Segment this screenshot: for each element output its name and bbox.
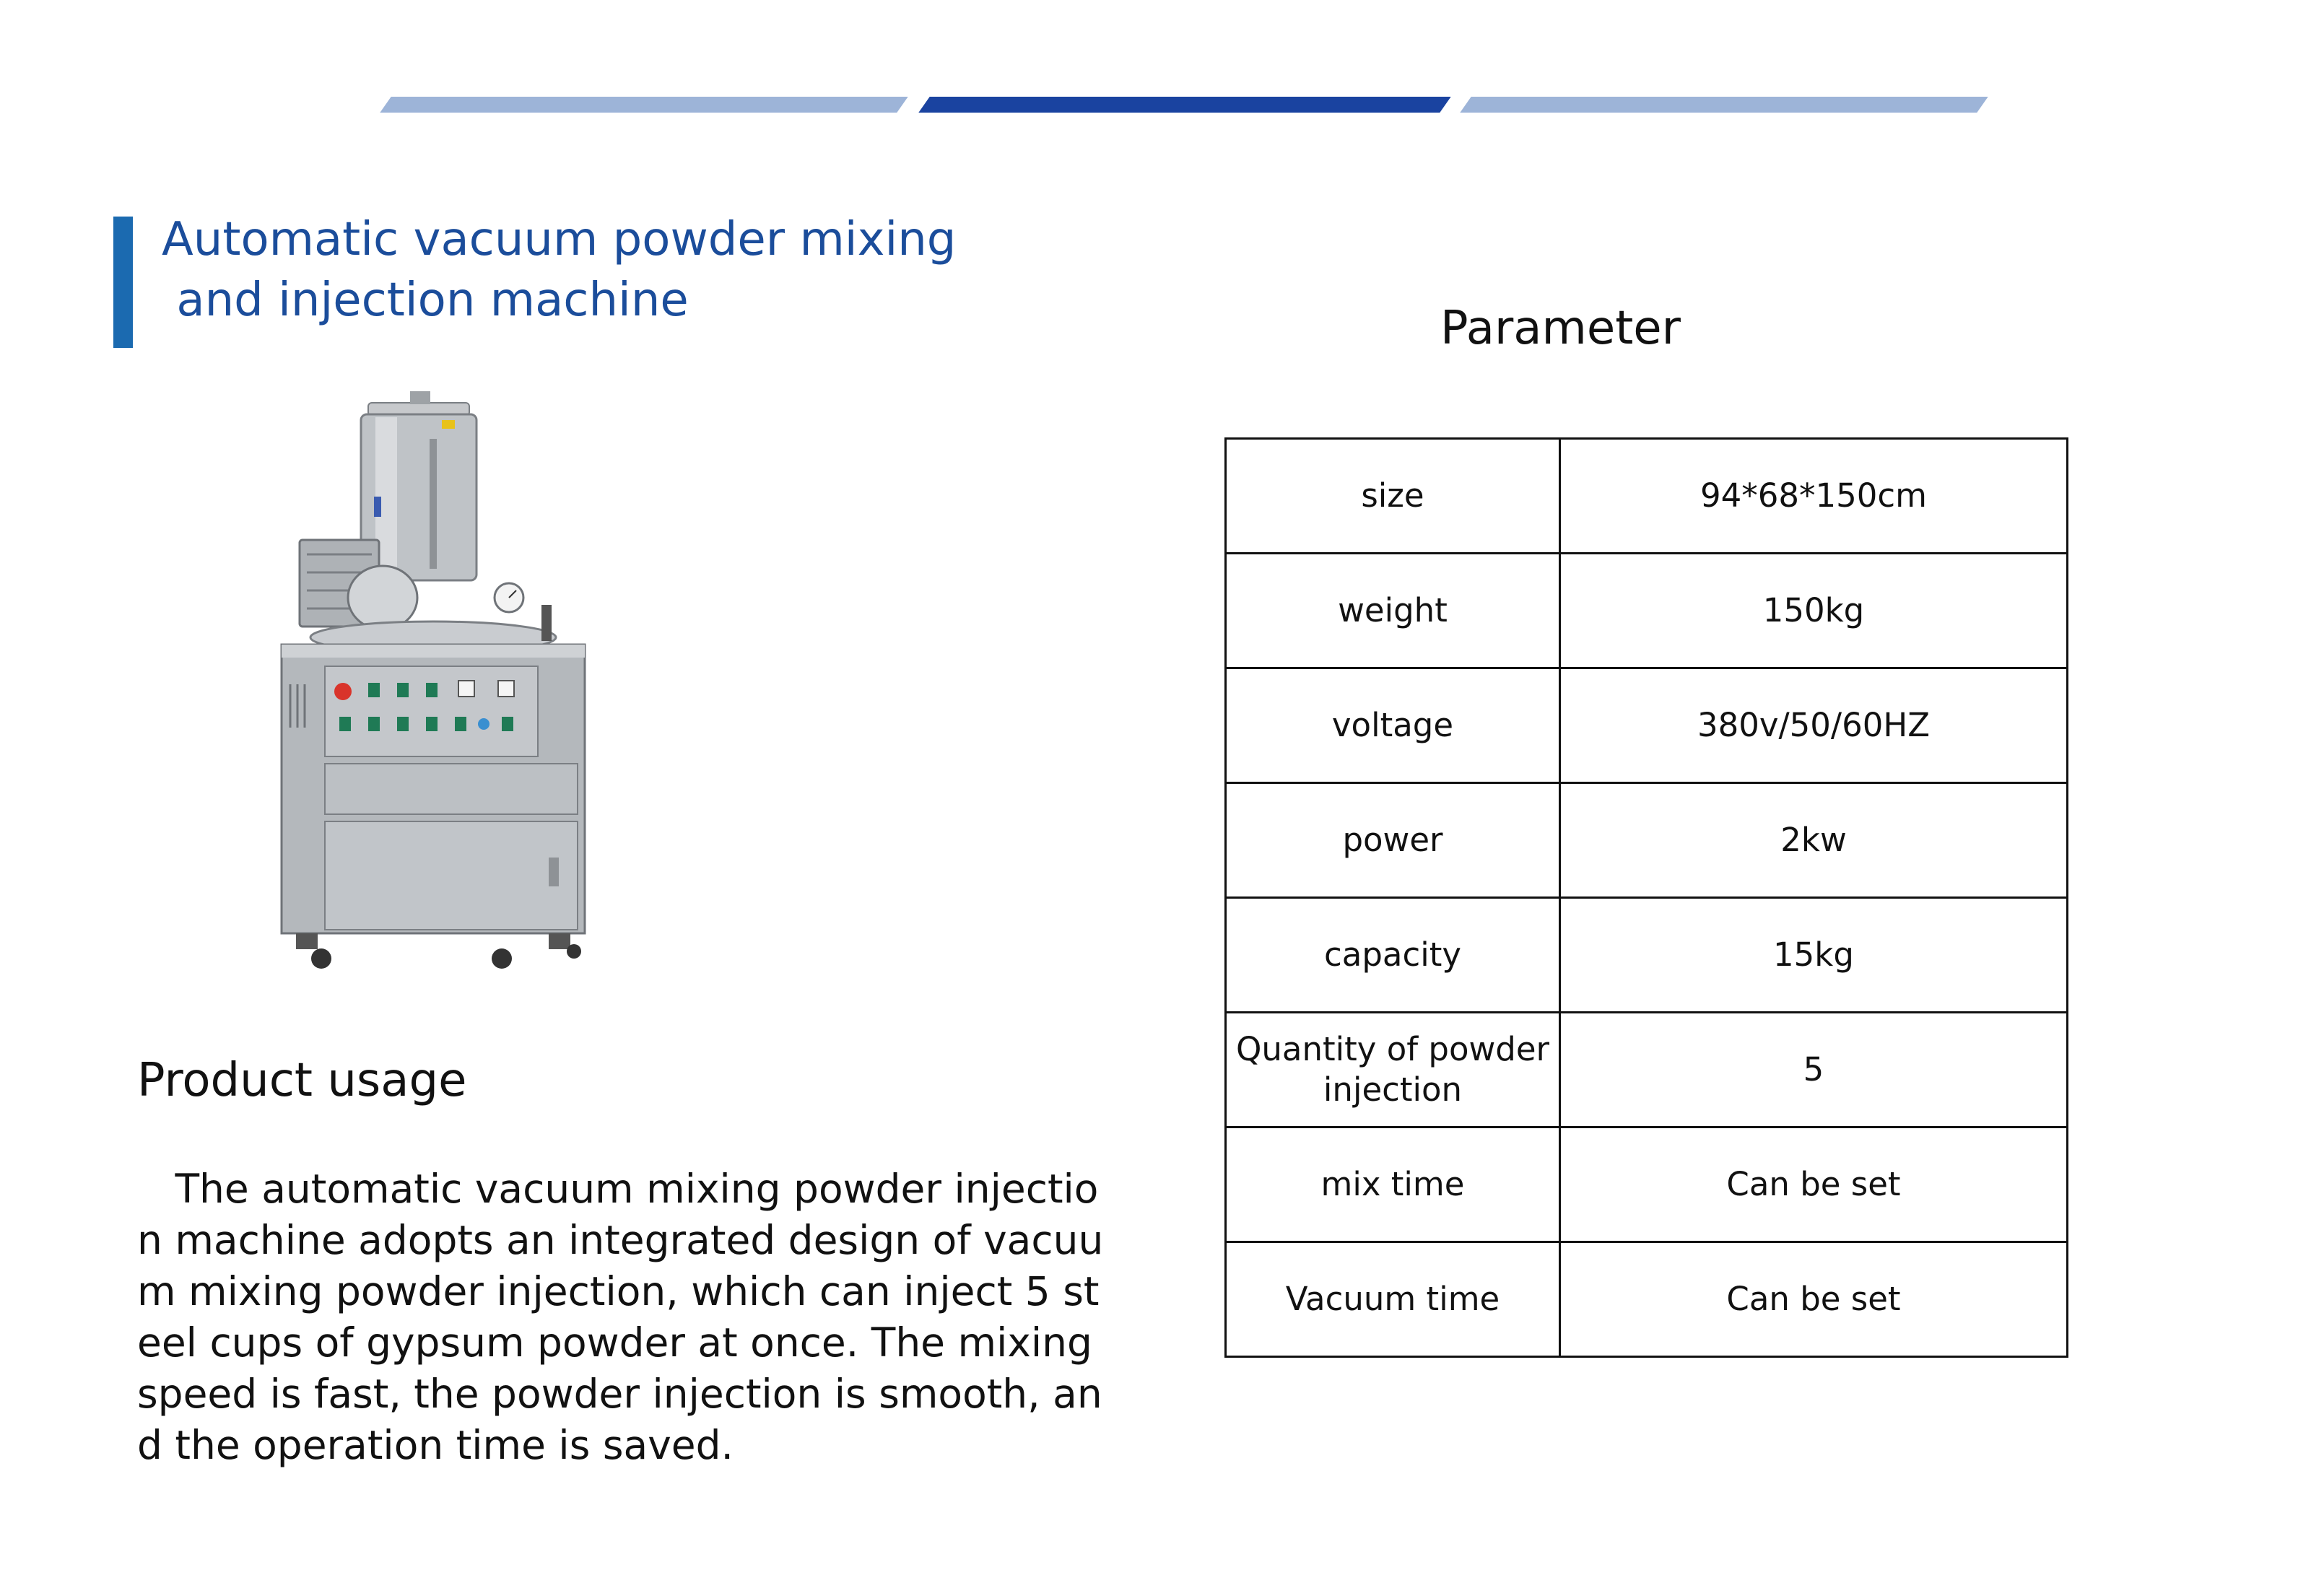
usage-heading: Product usage — [137, 1054, 467, 1107]
param-value-cell: 2kw — [1559, 782, 2068, 899]
usage-body: The automatic vacuum mixing powder injec… — [137, 1166, 1104, 1468]
table-row: size 94*68*150cm — [1224, 437, 2068, 554]
parameter-table: size 94*68*150cm weight 150kg voltage 38… — [1224, 437, 2068, 1358]
table-row: capacity 15kg — [1224, 896, 2068, 1013]
param-value-cell: Can be set — [1559, 1241, 2068, 1358]
table-row: Quantity of powder injection 5 — [1224, 1011, 2068, 1128]
header-band-right — [1460, 97, 1988, 113]
param-value-cell: 5 — [1559, 1011, 2068, 1128]
table-row: voltage 380v/50/60HZ — [1224, 667, 2068, 784]
parameter-heading: Parameter — [1440, 302, 1681, 355]
param-value-cell: 380v/50/60HZ — [1559, 667, 2068, 784]
product-title: Automatic vacuum powder mixing and injec… — [162, 213, 957, 327]
param-name-cell: voltage — [1224, 667, 1561, 784]
param-name-cell: Quantity of powder injection — [1224, 1011, 1561, 1128]
table-row: power 2kw — [1224, 782, 2068, 899]
header-band-left — [380, 97, 908, 113]
param-name-cell: size — [1224, 437, 1561, 554]
param-name-cell: mix time — [1224, 1126, 1561, 1243]
param-value-cell: 94*68*150cm — [1559, 437, 2068, 554]
param-name-cell: capacity — [1224, 896, 1561, 1013]
title-accent-bar — [113, 217, 133, 348]
param-value-cell: Can be set — [1559, 1126, 2068, 1243]
param-value-cell: 150kg — [1559, 552, 2068, 669]
table-row: Vacuum time Can be set — [1224, 1241, 2068, 1358]
param-name-cell: weight — [1224, 552, 1561, 669]
param-value-cell: 15kg — [1559, 896, 2068, 1013]
param-name-cell: Vacuum time — [1224, 1241, 1561, 1358]
table-row: mix time Can be set — [1224, 1126, 2068, 1243]
table-row: weight 150kg — [1224, 552, 2068, 669]
header-band-center — [918, 97, 1451, 113]
machine-image — [280, 391, 586, 969]
param-name-cell: power — [1224, 782, 1561, 899]
